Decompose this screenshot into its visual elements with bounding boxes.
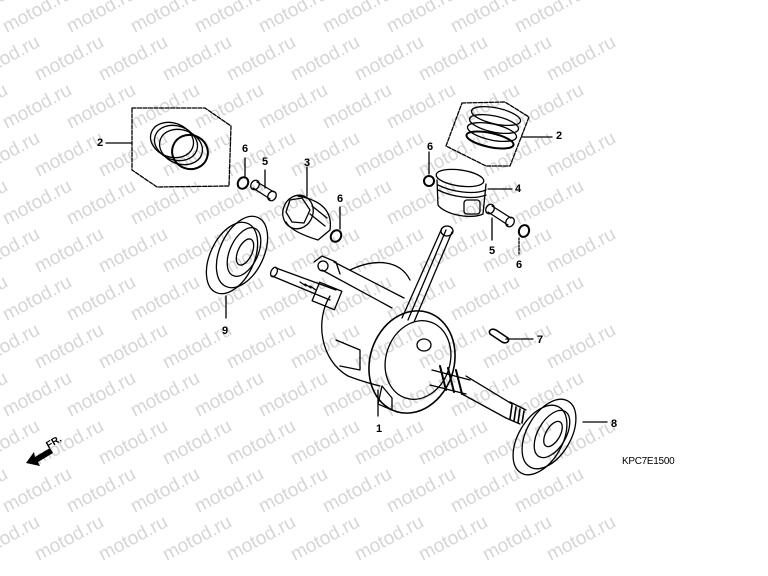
callout-9[interactable]: 9 [222,325,229,337]
piston-right [435,168,513,218]
callout-2-left[interactable]: 2 [97,137,104,149]
callout-5-left[interactable]: 5 [262,156,269,168]
piston-ring-set-right [445,101,553,167]
callout-2-right[interactable]: 2 [556,130,563,142]
piston-pin-right [485,203,515,241]
piston-ring-set-left [105,107,232,188]
callout-6-c[interactable]: 6 [427,141,434,153]
pin-clip-right-1 [423,151,435,187]
pin-clip-right-2 [517,224,531,256]
callout-1[interactable]: 1 [376,423,383,435]
callout-7[interactable]: 7 [537,334,544,346]
bearing-right [512,398,608,476]
pin-clip-left-2 [329,206,343,243]
callout-8[interactable]: 8 [611,418,618,430]
callout-4[interactable]: 4 [515,183,522,195]
callout-6-b[interactable]: 6 [337,193,344,205]
pin-clip-left-1 [236,157,250,190]
callout-6-d[interactable]: 6 [516,259,523,271]
front-direction-arrow-icon [26,448,53,466]
callout-6-a[interactable]: 6 [242,143,249,155]
diagram-code: KPC7E1500 [622,456,675,467]
callout-3[interactable]: 3 [304,157,311,169]
woodruff-key [488,328,534,344]
piston-left [282,166,332,241]
callout-5-right[interactable]: 5 [489,245,496,257]
bearing-left [205,215,269,319]
piston-pin-left [250,169,277,202]
crankshaft [269,225,527,425]
